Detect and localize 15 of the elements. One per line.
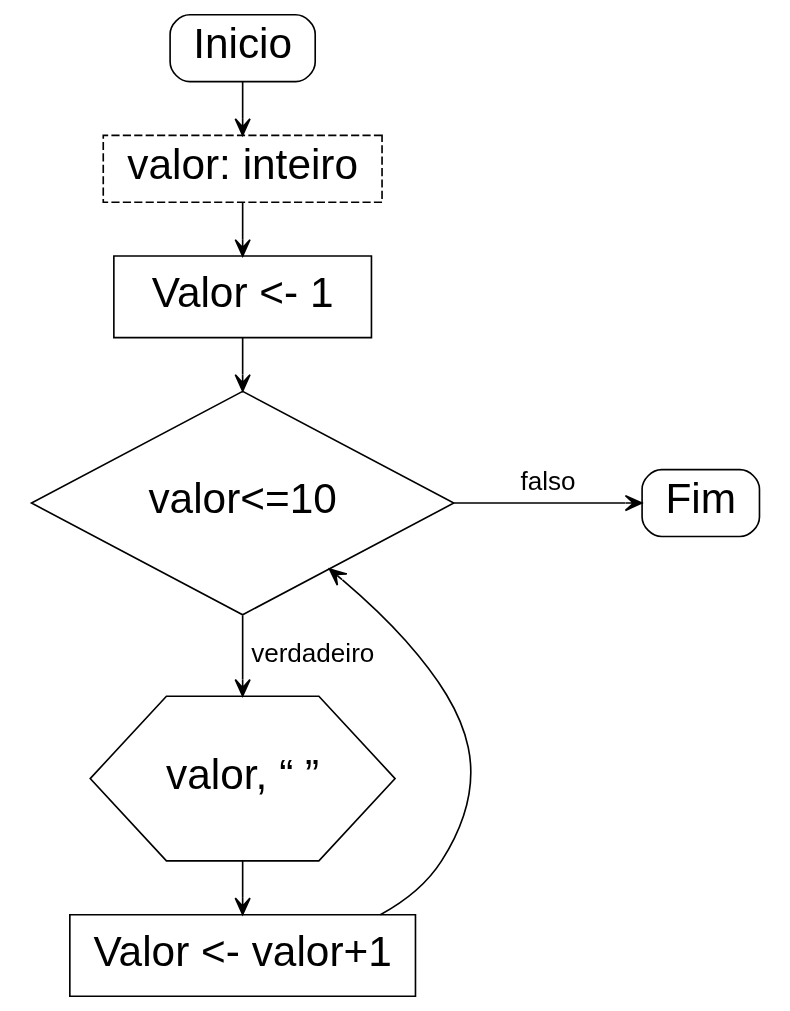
arrow	[234, 81, 251, 136]
arrow	[234, 201, 251, 257]
node-diamond: valor<=10	[29, 390, 456, 616]
node-box: Fim	[640, 468, 760, 538]
arrow	[234, 336, 251, 392]
node-box: Inicio	[168, 13, 316, 83]
edge-label: verdadeiro	[250, 637, 374, 668]
arrow	[234, 614, 251, 697]
node-box: Valor <- valor+1	[68, 913, 416, 998]
arrow	[452, 494, 643, 512]
node-box: Valor <- 1	[112, 255, 372, 339]
node-box: valor: inteiro	[101, 134, 383, 204]
arrow	[328, 568, 471, 916]
arrow	[234, 860, 251, 916]
edge-label: falso	[519, 465, 575, 496]
